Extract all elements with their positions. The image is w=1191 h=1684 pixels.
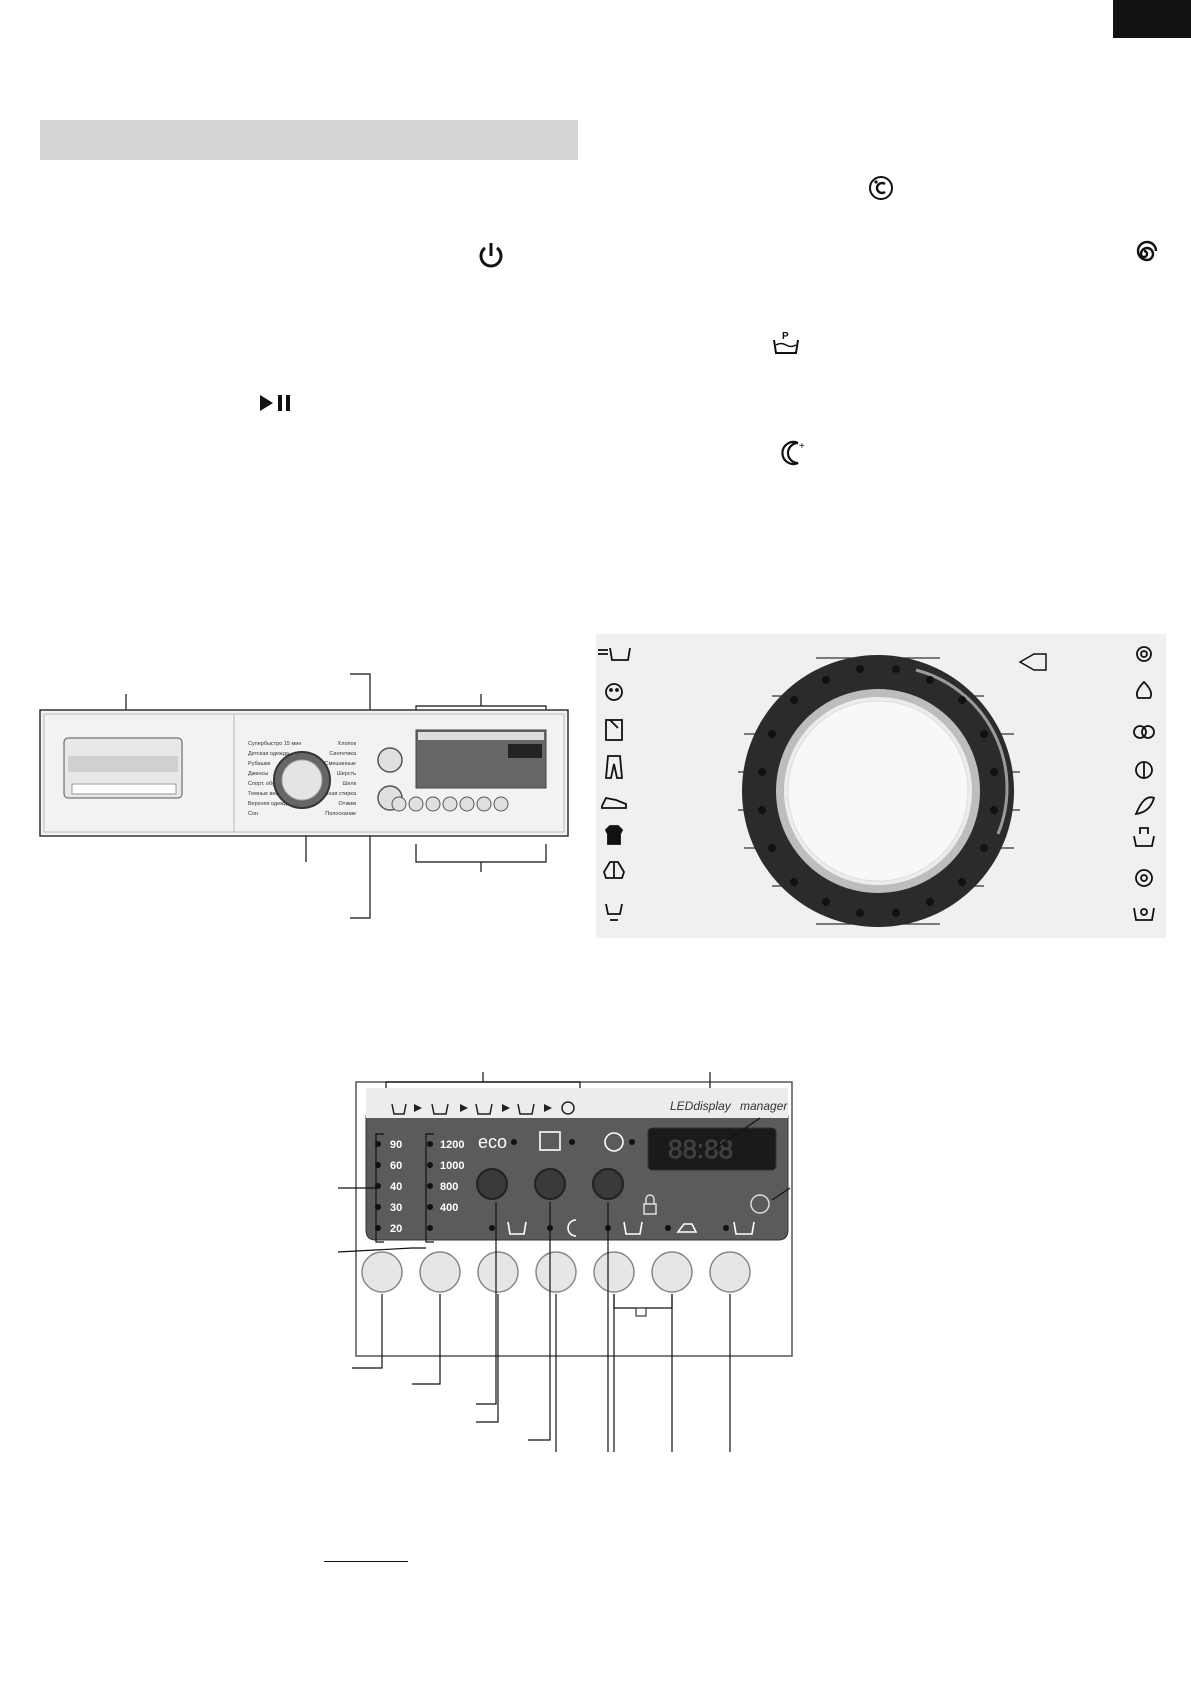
spin-button[interactable] xyxy=(419,1251,461,1293)
spin-1200: 1200 xyxy=(440,1139,464,1151)
baby-icon xyxy=(605,683,623,701)
temp-90: 90 xyxy=(390,1139,402,1151)
mixed-icon xyxy=(1133,725,1155,739)
spin-400: 400 xyxy=(440,1202,458,1214)
program-indicator-icon xyxy=(539,1131,561,1151)
hand-wash-icon xyxy=(1133,827,1155,847)
spin-icon xyxy=(1135,869,1153,887)
program-left-0: Супербыстро 15 мин xyxy=(248,741,301,747)
night-wash-icon: + xyxy=(781,440,805,466)
program-right-7: Полоскание xyxy=(325,811,356,817)
temp-20: 20 xyxy=(390,1223,402,1235)
underline-divider xyxy=(324,1561,408,1562)
program-left-7: Сон xyxy=(248,811,258,817)
program-right-4: Шелк xyxy=(342,781,356,787)
silk-icon xyxy=(1134,796,1156,816)
sleep-icon xyxy=(605,903,623,921)
svg-text:+: + xyxy=(799,441,805,452)
temp-button[interactable] xyxy=(361,1251,403,1293)
program-right-1: Синтетика xyxy=(329,751,357,757)
power-button-small[interactable] xyxy=(377,747,403,773)
svg-text:P: P xyxy=(782,331,789,342)
section-header-bar xyxy=(40,120,578,160)
jeans-icon xyxy=(605,755,623,779)
program-left-5: Темные вещи xyxy=(248,791,283,797)
temp-knob[interactable] xyxy=(476,1168,508,1200)
temp-30: 30 xyxy=(390,1202,402,1214)
program-left-3: Джинсы xyxy=(248,771,268,777)
prewash-icon: P xyxy=(773,331,799,354)
program-dial xyxy=(738,653,1047,927)
program-right-3: Шерсть xyxy=(337,771,356,777)
power-icon xyxy=(479,243,503,268)
machine-panel-overview: Супербыстро 15 мин Детская одежда Рубашк… xyxy=(39,673,569,919)
temp-60: 60 xyxy=(390,1160,402,1172)
program-left-2: Рубашки xyxy=(248,761,270,767)
stain-button[interactable] xyxy=(593,1251,635,1293)
spin-1000: 1000 xyxy=(440,1160,464,1172)
program-right-5: Ручная стирка xyxy=(319,791,357,797)
wool-icon xyxy=(1135,761,1153,779)
sport-shoe-icon xyxy=(601,796,627,809)
spin-icon xyxy=(1136,240,1158,262)
delay-knob[interactable] xyxy=(592,1168,624,1200)
quick-wash-icon xyxy=(598,647,631,661)
program-left-6: Верхняя одежда xyxy=(248,801,291,807)
temp-icon xyxy=(869,176,893,200)
jacket-icon xyxy=(603,861,625,879)
program-right-6: Отжим xyxy=(338,801,356,807)
rinse-icon xyxy=(1133,907,1155,921)
cotton-icon xyxy=(1136,646,1152,662)
program-right-2: Смешанные xyxy=(325,761,356,767)
program-left-4: Спорт. обувь xyxy=(248,781,281,787)
easy-iron-button[interactable] xyxy=(651,1251,693,1293)
spin-800: 800 xyxy=(440,1181,458,1193)
led-display: 88:88 xyxy=(668,1134,733,1164)
synthetic-icon xyxy=(1135,680,1153,699)
control-panel-detail: LEDdisplay manager 90 60 40 30 20 1200 1… xyxy=(337,1072,793,1452)
timer-icon xyxy=(604,1132,624,1152)
dark-tshirt-icon xyxy=(604,825,624,845)
logo-led: LEDdisplay xyxy=(670,1099,732,1113)
temp-40: 40 xyxy=(390,1181,402,1193)
page-tab-marker xyxy=(1113,0,1191,38)
dial-right-icons xyxy=(1133,646,1156,921)
logo-manager: manager xyxy=(740,1099,788,1113)
program-left-1: Детская одежда xyxy=(248,751,290,757)
eco-label: eco xyxy=(478,1132,507,1152)
shirt-icon xyxy=(605,719,623,741)
night-button[interactable] xyxy=(535,1251,577,1293)
prewash-button[interactable] xyxy=(477,1251,519,1293)
key-icon xyxy=(750,1194,770,1214)
extra-rinse-button[interactable] xyxy=(709,1251,751,1293)
dial-left-icons xyxy=(598,647,631,921)
spin-knob[interactable] xyxy=(534,1168,566,1200)
program-right-0: Хлопок xyxy=(338,741,357,747)
lock-icon xyxy=(643,1203,657,1215)
play-pause-icon xyxy=(260,395,290,411)
